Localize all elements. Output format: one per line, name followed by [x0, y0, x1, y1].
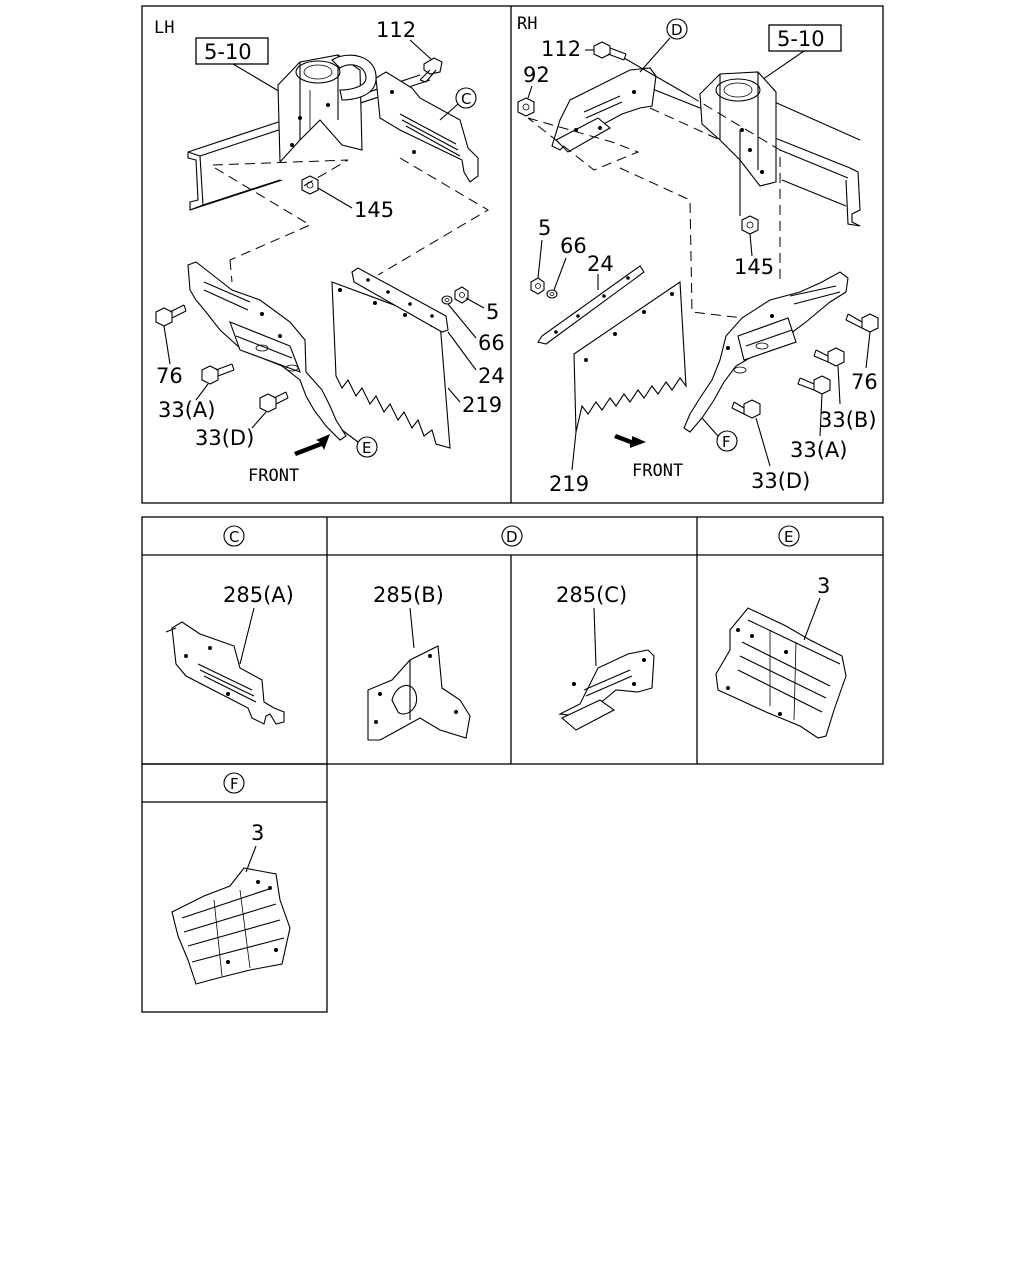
- rh-circle-f-label: F: [722, 433, 731, 451]
- lh-mudguard-bracket: [187, 261, 347, 441]
- rh-callout-145: 145: [734, 255, 774, 279]
- rh-callout-112: 112: [541, 37, 581, 61]
- detail-d-header: D: [506, 528, 518, 546]
- rh-bracket-d: [551, 67, 657, 153]
- rh-ref-box-label: 5-10: [777, 27, 825, 51]
- lh-panel: LH 5-10: [154, 18, 505, 486]
- detail-f-part-label: 3: [251, 821, 264, 845]
- detail-d-part-c-label: 285(C): [556, 583, 627, 607]
- rh-front-arrow: [614, 434, 646, 448]
- lh-callout-66: 66: [478, 331, 505, 355]
- rh-nut-5: [530, 277, 545, 295]
- detail-c-part: [165, 621, 285, 725]
- lh-washer-66: [441, 295, 453, 305]
- detail-table: C D E F 285(A) 285(B): [141, 516, 884, 1013]
- detail-f-part: [171, 867, 291, 985]
- rh-bolt-76: [845, 313, 879, 333]
- lh-circle-e-label: E: [362, 439, 371, 457]
- main-frame: [141, 5, 884, 504]
- rh-circle-d-label: D: [671, 21, 683, 39]
- lh-callout-219: 219: [462, 393, 502, 417]
- lh-front-label: FRONT: [248, 466, 299, 486]
- lh-side-label: LH: [154, 18, 174, 38]
- detail-f-header: F: [230, 775, 239, 793]
- detail-c-part-label: 285(A): [223, 583, 294, 607]
- detail-d-part-b-label: 285(B): [373, 583, 444, 607]
- rh-bolt-33b: [813, 347, 845, 367]
- rh-mudguard-bracket: [683, 271, 849, 433]
- detail-e-part-label: 3: [817, 574, 830, 598]
- lh-ref-box: [195, 37, 269, 65]
- lh-callout-24: 24: [478, 364, 505, 388]
- rh-washer-66: [546, 289, 558, 299]
- detail-e-header: E: [784, 528, 793, 546]
- lh-callout-145: 145: [354, 198, 394, 222]
- lh-circle-c: [455, 87, 477, 109]
- lh-circle-e: [356, 436, 378, 458]
- lh-bracket-column: [277, 54, 377, 164]
- detail-e-part: [715, 607, 847, 739]
- rh-callout-219: 219: [549, 472, 589, 496]
- lh-ref-box-label: 5-10: [204, 40, 252, 64]
- lh-callout-112: 112: [376, 18, 416, 42]
- lh-circle-c-label: C: [461, 90, 471, 108]
- lh-mount-plate-c: [375, 71, 479, 183]
- lh-bolt-112: [419, 57, 443, 83]
- rh-nut-92: [517, 97, 535, 117]
- lh-callout-33d: 33(D): [195, 426, 254, 450]
- detail-c-header-circle: [223, 525, 245, 547]
- detail-e-header-circle: [778, 525, 800, 547]
- rh-callout-24: 24: [587, 252, 614, 276]
- rh-bolt-112: [593, 41, 627, 61]
- rh-circle-f: [716, 430, 738, 452]
- rh-callout-92: 92: [523, 63, 550, 87]
- lh-front-arrow: [294, 434, 330, 456]
- rh-bracket-column: [699, 71, 777, 187]
- rh-callout-33a: 33(A): [790, 438, 847, 462]
- rh-side-label: RH: [517, 14, 537, 34]
- rh-bolt-33a: [797, 375, 831, 395]
- detail-c-header: C: [229, 528, 239, 546]
- rh-panel: RH 5-10 145: [517, 14, 879, 496]
- rh-nut-145: [741, 215, 759, 235]
- detail-d-header-circle: [501, 525, 523, 547]
- rh-front-label: FRONT: [632, 461, 683, 481]
- lh-mud-flap: [331, 281, 451, 449]
- rh-callout-33b: 33(B): [819, 408, 877, 432]
- rh-circle-d: [666, 18, 688, 40]
- rh-callout-33d: 33(D): [751, 469, 810, 493]
- lh-strip-24: [351, 267, 449, 333]
- rh-callout-66: 66: [560, 234, 587, 258]
- rh-strip-24: [537, 265, 645, 345]
- lh-bolt-76: [155, 304, 187, 327]
- rh-bolt-33d: [731, 399, 761, 419]
- lh-bolt-33d: [259, 391, 289, 413]
- rh-ref-box: [768, 24, 842, 52]
- rh-callout-76: 76: [851, 370, 878, 394]
- detail-d-part-b: [367, 645, 471, 741]
- lh-callout-5: 5: [486, 300, 499, 324]
- lh-callout-76: 76: [156, 364, 183, 388]
- rh-mud-flap: [573, 281, 687, 433]
- lh-callout-33a: 33(A): [158, 398, 215, 422]
- detail-d-part-c: [558, 649, 655, 731]
- lh-bolt-33a: [201, 363, 235, 385]
- lh-nut-5: [454, 286, 469, 304]
- rh-callout-5: 5: [538, 216, 551, 240]
- detail-f-header-circle: [223, 772, 245, 794]
